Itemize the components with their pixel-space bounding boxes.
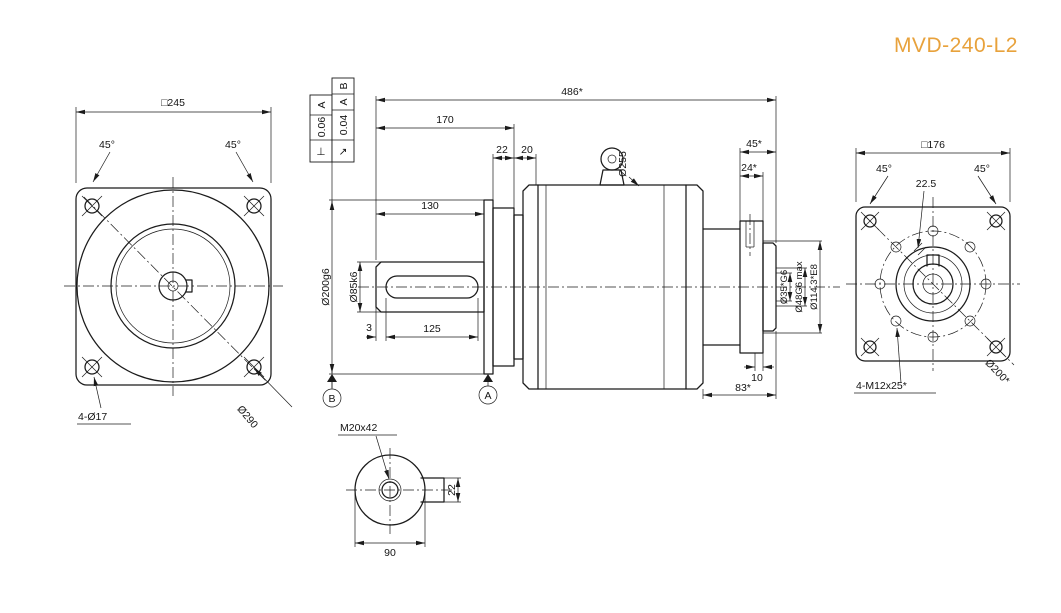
dim-10: 10 bbox=[751, 372, 763, 384]
feature-control-frames: A 0.06 ⊥ B A 0.04 ↗ bbox=[309, 77, 355, 163]
rear-view-geometry bbox=[846, 197, 1020, 371]
front-angle-left: 45° bbox=[99, 139, 115, 151]
key-profile bbox=[420, 477, 445, 503]
shaft-end-detail: M20x42 90 22 bbox=[338, 422, 461, 559]
side-view: 486* 170 22 20 130 3 125 bbox=[309, 77, 840, 408]
datum-b-symbol: B bbox=[322, 374, 342, 408]
dim-3: 3 bbox=[366, 322, 372, 334]
dim-24: 24* bbox=[741, 162, 757, 174]
thread-label: M20x42 bbox=[340, 422, 378, 434]
shaft-end-dimensions: M20x42 90 22 bbox=[338, 422, 461, 559]
tapped-hole bbox=[964, 315, 976, 327]
rear-holes-label: 4-M12x25* bbox=[856, 380, 907, 392]
fcf-runout-datum1: A bbox=[338, 98, 350, 105]
rear-view-dimensions: □176 45° 45° 22.5 4-M12x25* Ø200* bbox=[854, 139, 1012, 394]
bolt-diagonal-centerline bbox=[83, 196, 267, 382]
dim-bore3: Ø114.3*E8 bbox=[809, 264, 820, 310]
perpendicularity-symbol-icon: ⊥ bbox=[316, 146, 325, 158]
output-pilot bbox=[762, 242, 777, 332]
dim-spigot-diameter: Ø200g6 bbox=[320, 268, 332, 306]
bore-keyway bbox=[185, 279, 193, 293]
front-angle-right: 45° bbox=[225, 139, 241, 151]
corner-hole bbox=[860, 211, 880, 231]
front-holes-label: 4-Ø17 bbox=[78, 411, 107, 423]
dim-body-diameter: Ø255 bbox=[617, 151, 629, 177]
fcf-perp-tolerance: 0.06 bbox=[316, 117, 328, 138]
datum-a-symbol: A bbox=[478, 374, 498, 405]
bolt-hole bbox=[81, 356, 103, 378]
tapped-hole bbox=[964, 241, 976, 253]
dim-22: 22 bbox=[496, 144, 508, 156]
front-square-dimension: □245 bbox=[161, 97, 185, 109]
rear-keyway-angle: 22.5 bbox=[916, 178, 937, 190]
fcf-perp-datum: A bbox=[316, 101, 328, 108]
dim-125: 125 bbox=[423, 323, 441, 335]
dim-90: 90 bbox=[384, 547, 396, 559]
dim-170: 170 bbox=[436, 114, 454, 126]
bolt-hole bbox=[243, 356, 265, 378]
corner-hole bbox=[860, 337, 880, 357]
bolt-hole bbox=[81, 195, 103, 217]
dim-45: 45* bbox=[746, 138, 762, 150]
front-view: □245 45° 45° 4-Ø17 Ø290 bbox=[64, 97, 293, 431]
shaft-keyway bbox=[385, 275, 479, 299]
dim-key-22: 22 bbox=[446, 484, 458, 496]
side-view-dimensions: 486* 170 22 20 130 3 125 bbox=[320, 86, 823, 399]
corner-hole bbox=[986, 211, 1006, 231]
tapped-hole bbox=[890, 315, 902, 327]
rear-angle-left: 45° bbox=[876, 163, 892, 175]
dim-130: 130 bbox=[421, 200, 439, 212]
gearbox-body bbox=[522, 184, 704, 390]
corner-hole bbox=[986, 337, 1006, 357]
dim-shaft-diameter: Ø85k6 bbox=[348, 271, 360, 302]
fcf-runout-tolerance: 0.04 bbox=[338, 115, 350, 136]
side-view-geometry bbox=[358, 147, 840, 390]
datum-a-label: A bbox=[484, 390, 491, 402]
runout-symbol-icon: ↗ bbox=[339, 146, 348, 158]
datum-b-label: B bbox=[328, 393, 335, 405]
front-view-geometry bbox=[64, 177, 283, 396]
bolt-circle bbox=[879, 230, 987, 338]
bore-keyway bbox=[926, 254, 940, 267]
rear-view: □176 45° 45° 22.5 4-M12x25* Ø200* bbox=[846, 139, 1020, 394]
dim-83: 83* bbox=[735, 382, 751, 394]
rear-square-dimension: □176 bbox=[921, 139, 945, 151]
dim-overall-length: 486* bbox=[561, 86, 583, 98]
drawing-title: MVD-240-L2 bbox=[894, 34, 1018, 57]
dim-20: 20 bbox=[521, 144, 533, 156]
eyebolt bbox=[599, 147, 625, 186]
fcf-runout-datum2: B bbox=[338, 82, 350, 89]
rear-angle-right: 45° bbox=[974, 163, 990, 175]
shaft-end-geometry bbox=[346, 448, 452, 534]
front-bolt-circle-dimension: Ø290 bbox=[234, 403, 260, 431]
dim-bore2: Ø48G6 max bbox=[794, 261, 805, 312]
dim-bore1: Ø35*G6 bbox=[779, 270, 790, 304]
bolt-hole bbox=[243, 195, 265, 217]
